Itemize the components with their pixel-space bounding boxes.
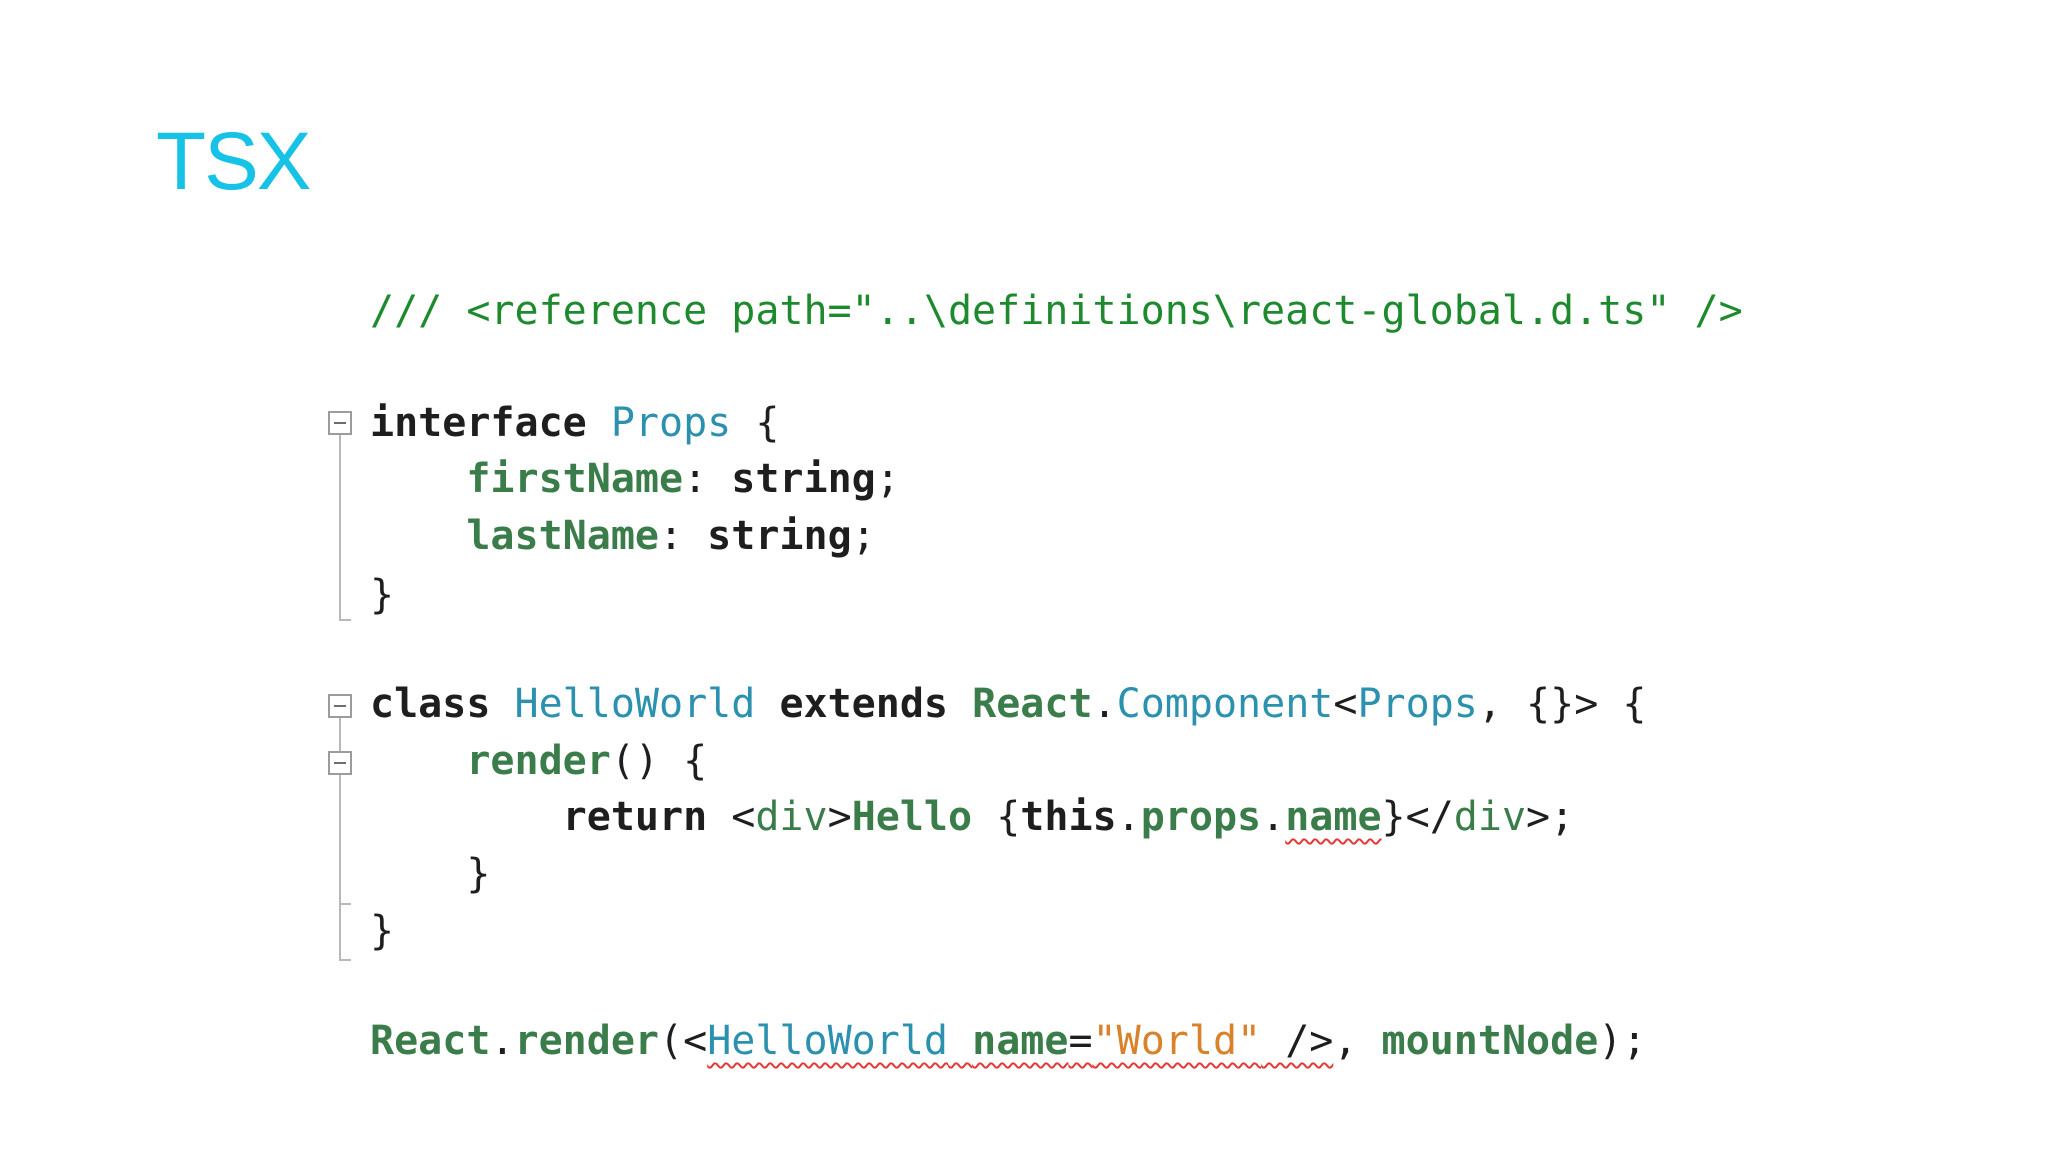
fold-toggle-interface-icon[interactable] bbox=[328, 411, 352, 435]
expression-open: { bbox=[972, 794, 1021, 840]
react-namespace-call: React bbox=[370, 1018, 491, 1064]
name-attribute: name bbox=[972, 1018, 1069, 1064]
member-dot: . bbox=[1092, 681, 1117, 727]
fold-toggle-render-icon[interactable] bbox=[328, 751, 352, 775]
interface-name: Props bbox=[610, 400, 732, 446]
jsx-close-end: >; bbox=[1526, 794, 1575, 840]
render-call-name: render bbox=[514, 1018, 660, 1064]
firstname-type: string bbox=[731, 456, 876, 502]
render-method-name: render bbox=[466, 738, 611, 784]
fold-guide-render bbox=[339, 775, 341, 905]
jsx-close-start: }</ bbox=[1381, 794, 1454, 840]
div-close-tag: div bbox=[1453, 794, 1527, 840]
component-type: Component bbox=[1116, 681, 1334, 727]
code-line-render-close: } bbox=[370, 846, 490, 902]
code-line-return: return <div>Hello {this.props.name}</div… bbox=[370, 789, 1575, 845]
call-end: ); bbox=[1598, 1018, 1647, 1064]
render-paren-open: (< bbox=[659, 1018, 708, 1064]
this-keyword: this bbox=[1020, 794, 1117, 840]
code-line-interface-close: } bbox=[370, 567, 394, 623]
generic-props-type: Props bbox=[1357, 681, 1478, 727]
props-member: props bbox=[1140, 794, 1262, 840]
jsx-open-gt: > bbox=[827, 794, 852, 840]
reference-comment: /// <reference path="..\definitions\reac… bbox=[370, 288, 1743, 334]
fold-toggle-class-icon[interactable] bbox=[328, 694, 352, 718]
class-keyword: class bbox=[370, 681, 491, 727]
render-call-dot: . bbox=[490, 1018, 515, 1064]
div-open-tag: div bbox=[755, 794, 828, 840]
firstname-property: firstName bbox=[466, 456, 684, 502]
helloworld-tag: HelloWorld bbox=[707, 1018, 949, 1064]
argument-comma: , bbox=[1333, 1018, 1382, 1064]
hello-text: Hello bbox=[851, 794, 973, 840]
firstname-colon: : bbox=[683, 456, 732, 502]
interface-keyword: interface bbox=[370, 400, 587, 446]
fold-guide-render-end bbox=[339, 903, 351, 905]
lastname-type: string bbox=[707, 513, 852, 559]
fold-guide-interface-end bbox=[339, 619, 351, 621]
jsx-open-lt: < bbox=[731, 794, 756, 840]
react-namespace: React bbox=[972, 681, 1093, 727]
code-line-render-method: render() { bbox=[370, 733, 707, 789]
mount-node: mountNode bbox=[1381, 1018, 1599, 1064]
self-close: /> bbox=[1261, 1018, 1334, 1064]
props-dot: . bbox=[1261, 794, 1286, 840]
code-line-lastname: lastName: string; bbox=[370, 508, 876, 564]
generic-open: < bbox=[1333, 681, 1358, 727]
code-line-firstname: firstName: string; bbox=[370, 451, 900, 507]
slide-title: TSX bbox=[156, 116, 311, 207]
class-name: HelloWorld bbox=[514, 681, 756, 727]
generic-rest: , {}> { bbox=[1477, 681, 1647, 727]
firstname-semicolon: ; bbox=[875, 456, 900, 502]
code-line-class-close: } bbox=[370, 903, 394, 959]
jsx-element-error[interactable]: HelloWorld name="World" /> bbox=[707, 1018, 1333, 1064]
code-line-interface: interface Props { bbox=[370, 395, 779, 451]
lastname-property: lastName bbox=[466, 513, 659, 559]
interface-open-brace: { bbox=[731, 400, 780, 446]
lastname-colon: : bbox=[658, 513, 708, 559]
render-signature: () { bbox=[610, 738, 708, 784]
render-close-brace: } bbox=[466, 851, 491, 897]
interface-close-brace: } bbox=[370, 572, 395, 618]
class-close-brace: } bbox=[370, 908, 395, 954]
name-member-error[interactable]: name bbox=[1285, 794, 1382, 840]
return-keyword: return bbox=[562, 794, 708, 840]
this-dot: . bbox=[1116, 794, 1141, 840]
fold-guide-class bbox=[339, 718, 341, 756]
code-line-reference: /// <reference path="..\definitions\reac… bbox=[370, 283, 1743, 339]
lastname-semicolon: ; bbox=[851, 513, 876, 559]
attribute-equals: = bbox=[1068, 1018, 1093, 1064]
extends-keyword: extends bbox=[779, 681, 949, 727]
fold-guide-class-lower bbox=[339, 905, 341, 961]
fold-guide-interface bbox=[339, 435, 341, 621]
world-string: "World" bbox=[1092, 1018, 1262, 1064]
code-line-react-render: React.render(<HelloWorld name="World" />… bbox=[370, 1013, 1646, 1069]
code-line-class: class HelloWorld extends React.Component… bbox=[370, 676, 1646, 732]
fold-guide-class-end bbox=[339, 959, 351, 961]
